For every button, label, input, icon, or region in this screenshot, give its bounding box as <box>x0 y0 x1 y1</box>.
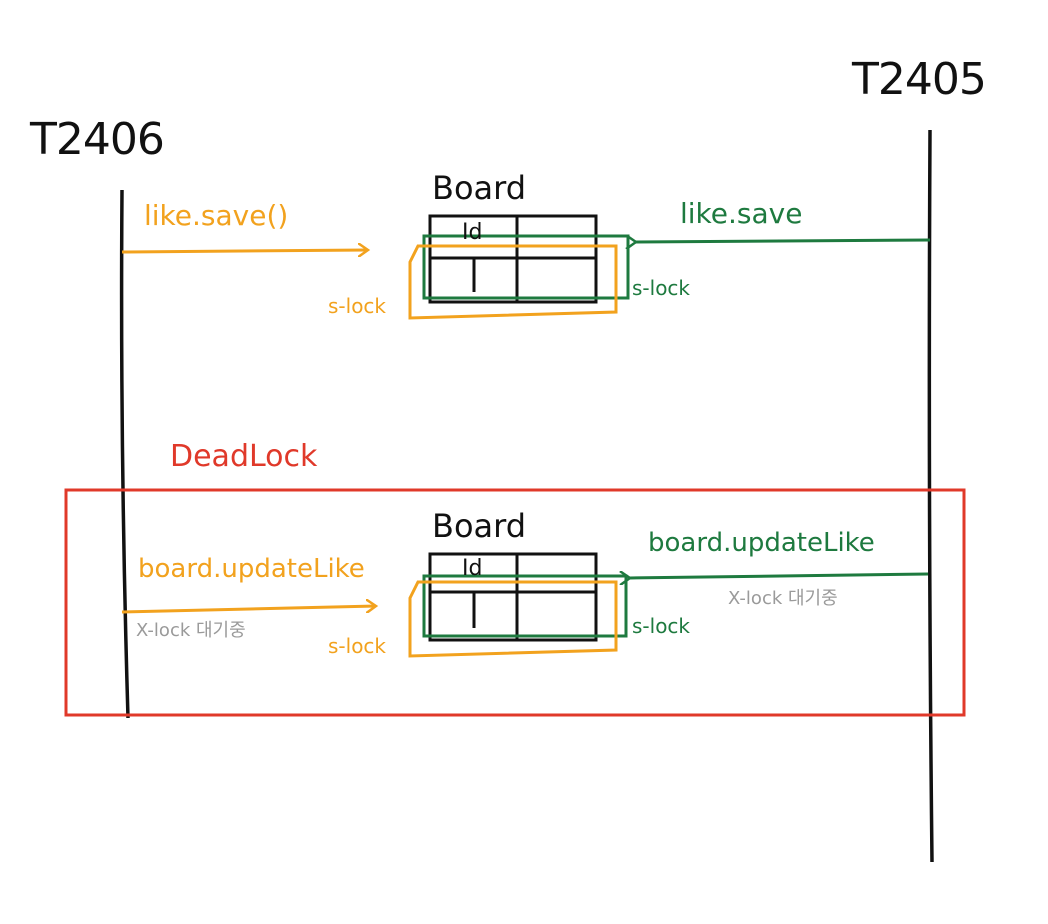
scene2-right-action: board.updateLike <box>648 528 875 558</box>
scene2-green-lock-box <box>422 574 628 638</box>
left-transaction-label: T2406 <box>30 114 165 165</box>
scene2-left-arrow <box>121 606 376 614</box>
scene1-column-label: Id <box>462 220 483 245</box>
scene2-column-label: Id <box>462 556 483 581</box>
left-timeline <box>119 189 130 719</box>
right-timeline <box>927 129 934 863</box>
scene2-board-table <box>428 552 598 642</box>
scene2-right-arrow <box>630 574 929 578</box>
deadlock-label: DeadLock <box>170 439 318 474</box>
scene1-green-lock-box <box>422 234 630 300</box>
scene2-left-action: board.updateLike <box>138 554 365 584</box>
scene1-right-lock-label: s-lock <box>632 276 691 300</box>
scene2-right-wait-label: X-lock 대기중 <box>728 588 838 609</box>
scene1-right-arrow <box>636 240 931 242</box>
scene2-orange-lock-box <box>408 580 618 658</box>
scene2-left-lock-label: s-lock <box>328 634 387 658</box>
scene2-table-label: Board <box>432 507 527 545</box>
scene1-table-label: Board <box>432 169 527 207</box>
scene1-right-action: like.save <box>680 197 803 230</box>
scene1-board-table <box>428 214 598 304</box>
scene1-left-action: like.save() <box>144 199 289 232</box>
scene1-left-lock-label: s-lock <box>328 294 387 318</box>
scene2-right-lock-label: s-lock <box>632 614 691 638</box>
scene1-orange-lock-box <box>408 244 618 320</box>
deadlock-box <box>64 488 966 717</box>
scene1-left-arrow <box>121 250 368 252</box>
scene2-left-wait-label: X-lock 대기중 <box>136 620 246 641</box>
right-transaction-label: T2405 <box>852 54 987 105</box>
